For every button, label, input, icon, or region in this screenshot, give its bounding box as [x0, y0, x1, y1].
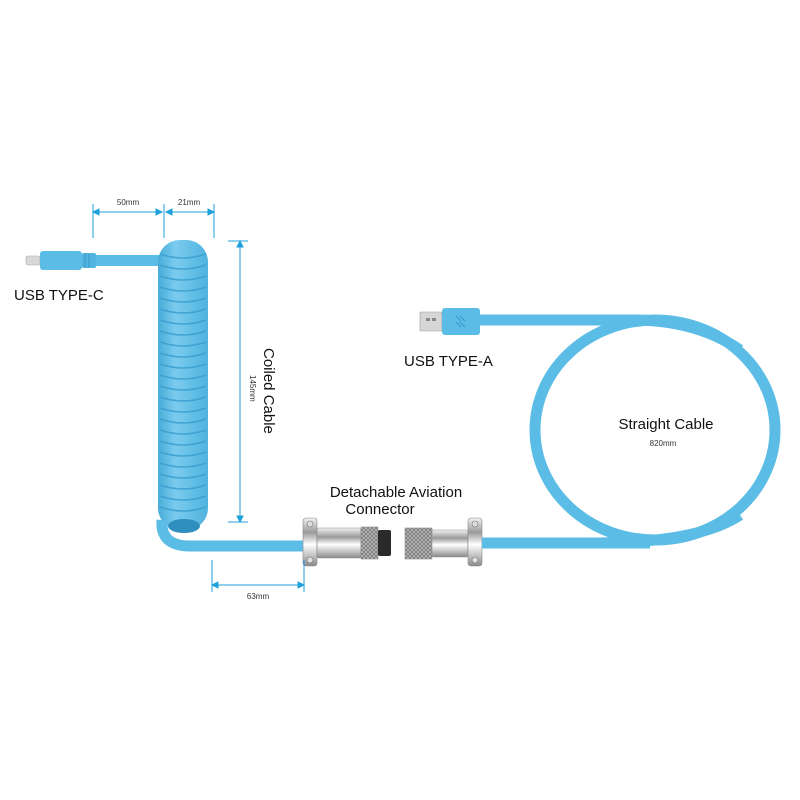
usb-c-label: USB TYPE-C [14, 287, 104, 304]
connector-label-line2: Connector [345, 501, 415, 518]
coil-length-dimension: 145mm [248, 375, 257, 402]
usb-c-plug-icon [25, 251, 166, 270]
coiled-cable-label: Coiled Cable [260, 348, 277, 434]
coil-width-dimension: 21mm [177, 198, 201, 207]
usb-a-plug-icon [419, 308, 480, 335]
straight-cable-icon [480, 314, 781, 549]
dimension-lines [91, 204, 306, 592]
aviation-connector-male-icon [302, 517, 391, 567]
usb-c-length-dimension: 50mm [116, 198, 140, 207]
straight-cable-label: Straight Cable [618, 416, 714, 433]
aviation-connector-female-icon [404, 517, 483, 567]
coiled-cable-icon [156, 240, 310, 552]
connector-lead-dimension: 63mm [246, 592, 270, 601]
usb-a-label: USB TYPE-A [404, 353, 493, 370]
connector-label-line1: Detachable Aviation [329, 484, 463, 501]
straight-length-dimension: 820mm [649, 439, 677, 448]
